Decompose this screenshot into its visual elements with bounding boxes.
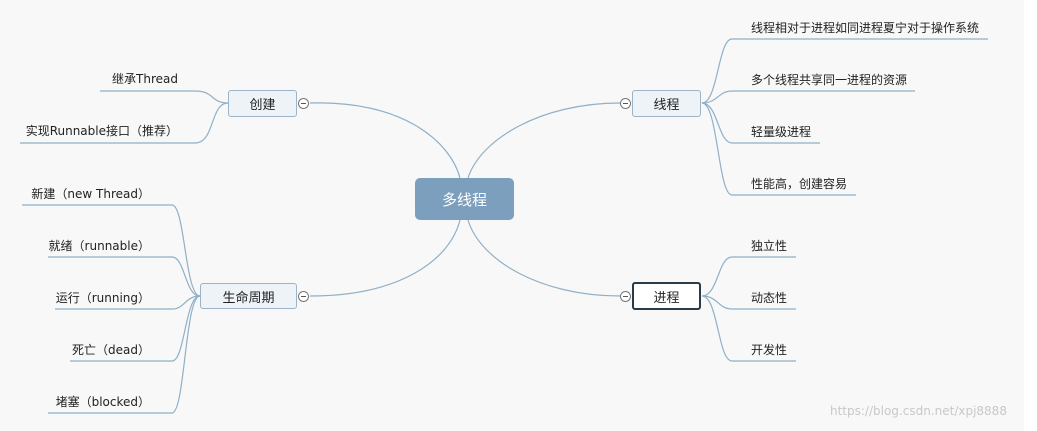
collapse-thread-icon[interactable] <box>620 98 631 109</box>
lifecycle-item-0[interactable]: 新建（new Thread） <box>31 187 150 201</box>
thread-item-2[interactable]: 轻量级进程 <box>751 125 812 139</box>
link-lifecycle-item-3 <box>70 295 201 362</box>
collapse-create-icon[interactable] <box>298 98 309 109</box>
thread-item-3[interactable]: 性能高，创建容易 <box>751 177 848 191</box>
link-thread-item-1 <box>701 90 915 104</box>
link-lifecycle-item-1 <box>48 256 201 297</box>
link-center-lifecycle <box>309 219 461 297</box>
lifecycle-item-3[interactable]: 死亡（dead） <box>72 343 150 357</box>
link-lifecycle-item-0 <box>22 204 201 297</box>
link-create-item-1 <box>20 102 229 144</box>
link-thread-item-3 <box>701 102 856 196</box>
branch-process-label: 进程 <box>653 290 680 306</box>
link-process-item-1 <box>701 295 796 310</box>
canvas-right-margin <box>1024 0 1037 431</box>
watermark-text: https://blog.csdn.net/xpj8888 <box>830 404 1007 418</box>
thread-item-1[interactable]: 多个线程共享同一进程的资源 <box>751 73 908 87</box>
branch-thread[interactable]: 线程 <box>632 90 701 117</box>
central-topic[interactable]: 多线程 <box>415 178 514 220</box>
branch-create-label: 创建 <box>249 98 276 113</box>
collapse-process-icon[interactable] <box>620 291 631 302</box>
lifecycle-item-4[interactable]: 堵塞（blocked） <box>55 395 150 409</box>
thread-item-0[interactable]: 线程相对于进程如同进程夏宁对于操作系统 <box>751 21 980 35</box>
create-item-0[interactable]: 继承Thread <box>112 72 178 86</box>
central-topic-label: 多线程 <box>441 190 487 209</box>
link-lifecycle-item-2 <box>55 295 201 310</box>
branch-thread-label: 线程 <box>653 98 680 113</box>
branch-lifecycle[interactable]: 生命周期 <box>200 283 297 309</box>
branch-create[interactable]: 创建 <box>228 90 297 117</box>
process-item-1[interactable]: 动态性 <box>751 291 788 305</box>
link-thread-item-2 <box>701 102 820 144</box>
link-process-item-0 <box>701 256 796 297</box>
process-item-2[interactable]: 开发性 <box>751 343 788 357</box>
link-lifecycle-item-4 <box>48 295 201 414</box>
link-center-thread <box>467 102 621 179</box>
process-item-0[interactable]: 独立性 <box>751 239 788 253</box>
collapse-lifecycle-icon[interactable] <box>298 291 309 302</box>
lifecycle-item-1[interactable]: 就绪（runnable） <box>48 239 150 253</box>
lifecycle-item-2[interactable]: 运行（running） <box>55 291 150 305</box>
link-center-process <box>467 219 621 297</box>
branch-lifecycle-label: 生命周期 <box>222 290 275 306</box>
link-create-item-0 <box>100 90 229 104</box>
branch-process[interactable]: 进程 <box>632 282 701 310</box>
link-thread-item-0 <box>701 38 988 104</box>
create-item-1[interactable]: 实现Runnable接口（推荐） <box>25 124 178 138</box>
link-center-create <box>309 102 461 179</box>
link-process-item-2 <box>701 295 796 362</box>
